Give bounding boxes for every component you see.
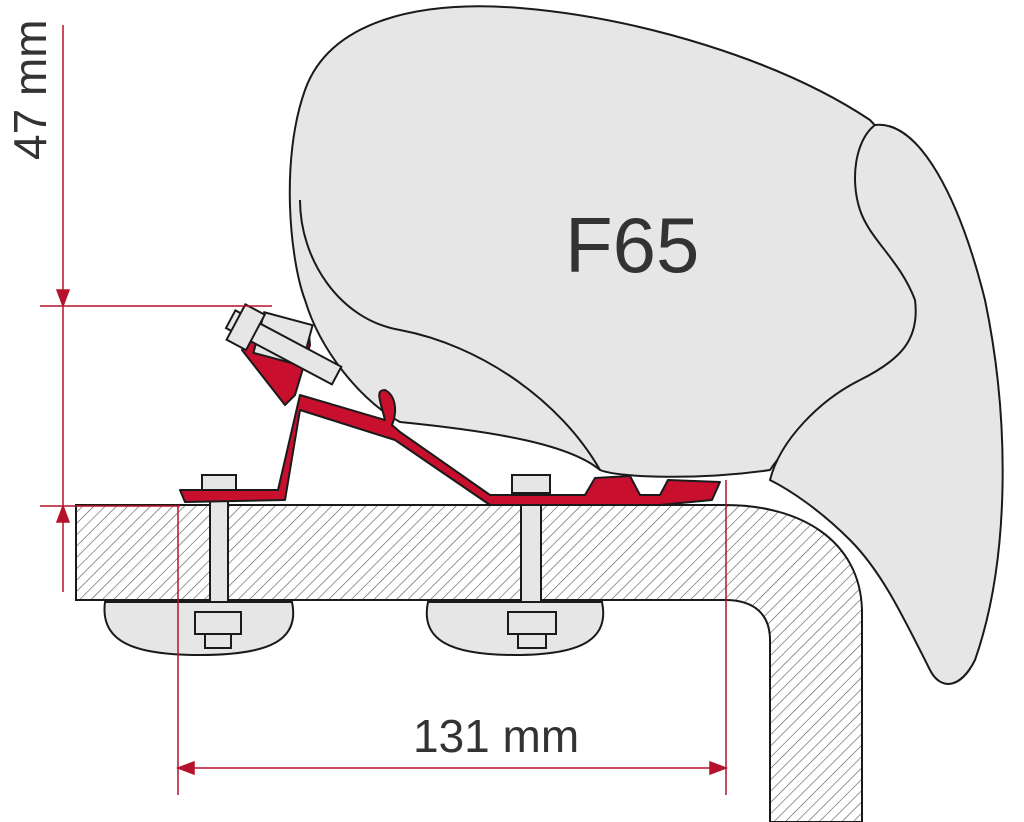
dimension-lines — [40, 25, 729, 795]
mounting-bracket — [179, 303, 721, 506]
backing-plate-left — [103, 601, 295, 657]
awning-model-label: F65 — [565, 201, 699, 289]
vehicle-roof-section — [75, 504, 863, 822]
height-dimension-label: 47 mm — [4, 19, 56, 160]
width-dimension-label: 131 mm — [413, 710, 579, 762]
backing-plate-right — [425, 601, 605, 657]
awning-body — [288, 5, 1004, 685]
bolt-right — [511, 474, 551, 614]
